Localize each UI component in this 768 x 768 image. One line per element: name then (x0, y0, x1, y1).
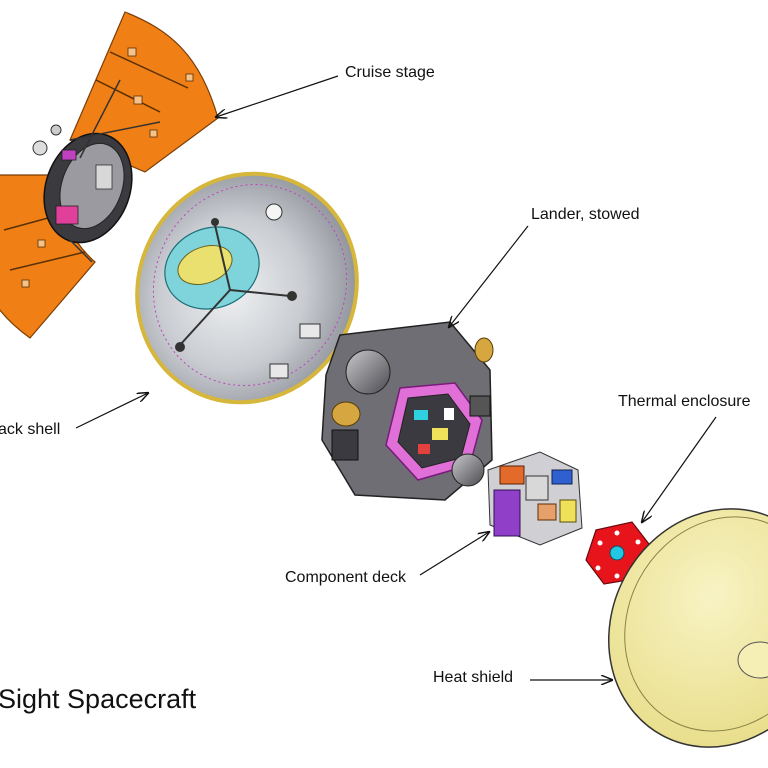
heat-shield-disc (608, 508, 768, 748)
label-back-shell: ack shell (0, 421, 61, 438)
label-thermal-enclosure: Thermal enclosure (618, 393, 751, 410)
lander-fuel-tank (345, 349, 391, 395)
arrow-lander (449, 225, 529, 327)
lander-stowed (321, 321, 494, 501)
label-lander-stowed: Lander, stowed (531, 206, 640, 223)
label-cruise-stage: Cruise stage (345, 64, 435, 81)
label-heat-shield: Heat shield (433, 669, 514, 686)
arrow-cruise-stage (216, 75, 339, 117)
back-shell (135, 171, 359, 405)
arrow-thermal-enclosure (642, 416, 717, 522)
cruise-stage (0, 11, 219, 339)
arrow-back-shell (75, 393, 148, 429)
arrow-component-deck (419, 532, 489, 576)
label-component-deck: Component deck (285, 569, 406, 586)
heat-shield (608, 508, 768, 748)
thermal-enclosure-center (609, 545, 625, 561)
component-deck (487, 451, 583, 546)
leader-arrows (75, 75, 717, 680)
heat-shield-nose (737, 641, 768, 679)
lander-fuel-tank (451, 453, 485, 487)
diagram-title: Sight Spacecraft (0, 684, 197, 714)
